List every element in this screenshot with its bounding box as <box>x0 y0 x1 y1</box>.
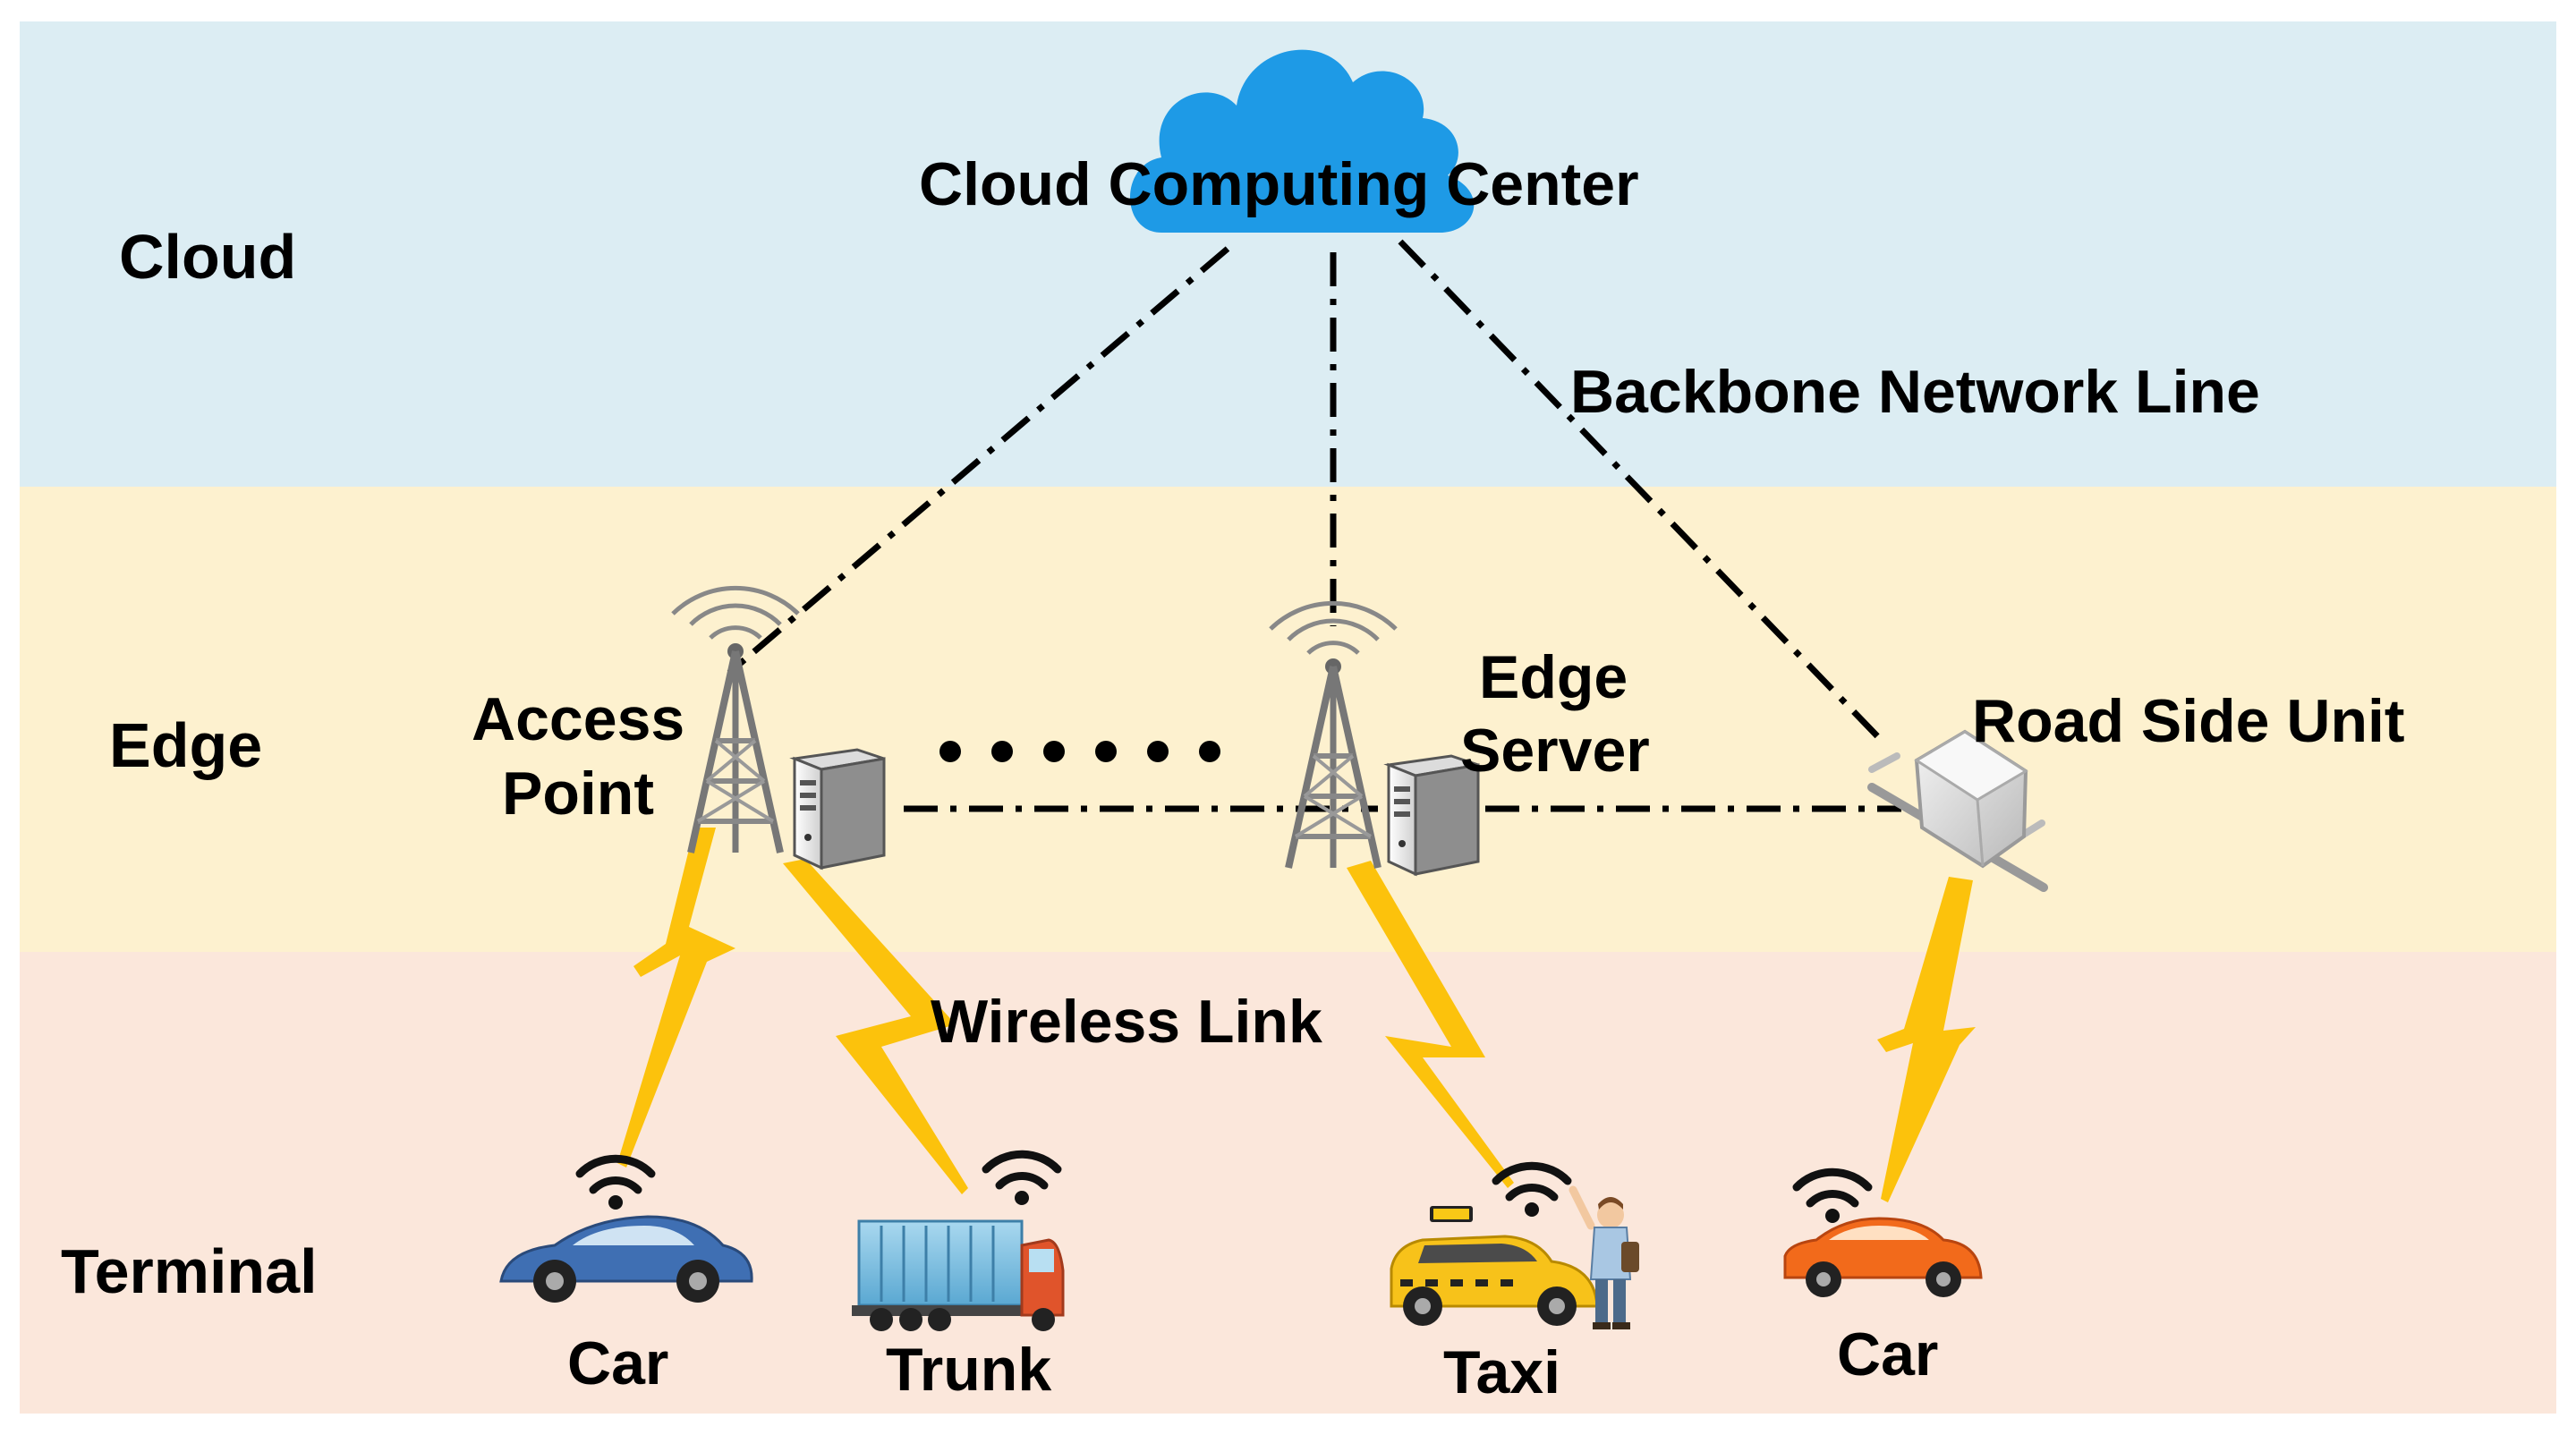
taxi-icon <box>1390 1206 1599 1326</box>
access-point-server-icon <box>793 748 886 870</box>
edge-layer-band <box>20 487 2556 952</box>
lightning-icon <box>617 828 735 1168</box>
backbone-label: Backbone Network Line <box>1570 358 2260 426</box>
backbone-line-access-point <box>727 246 1230 675</box>
terminal-label-taxi: Taxi <box>1443 1338 1561 1406</box>
rsu-icon <box>1867 729 2048 892</box>
backbone-line-rsu <box>1398 239 1886 745</box>
lightning-icons <box>617 828 1976 1202</box>
access-point-label-line2: Point <box>502 760 654 828</box>
truck-icon <box>852 1219 1065 1331</box>
terminal-label-truck: Trunk <box>886 1336 1052 1404</box>
lightning-icon <box>1877 877 1976 1202</box>
terminal-label-car-2: Car <box>1837 1320 1939 1388</box>
edge-server-label-line2: Server <box>1460 717 1650 785</box>
layer-label-edge: Edge <box>109 710 263 780</box>
more-nodes-ellipsis <box>939 741 1220 762</box>
terminal-layer-band <box>20 952 2556 1414</box>
cloud-center-label: Cloud Computing Center <box>919 150 1639 218</box>
layer-label-cloud: Cloud <box>119 222 297 292</box>
road-side-unit-label: Road Side Unit <box>1972 687 2405 755</box>
wifi-icon <box>1797 1172 1868 1223</box>
car-icon <box>1783 1217 1983 1297</box>
cloud-icon <box>1129 49 1475 234</box>
access-point-label-line1: Access <box>472 685 685 753</box>
layer-label-terminal: Terminal <box>61 1236 318 1306</box>
access-point-tower-icon <box>673 588 798 853</box>
lightning-icon <box>1347 861 1514 1188</box>
car-icon <box>499 1215 753 1303</box>
terminal-label-car-1: Car <box>567 1329 669 1397</box>
edge-server-label-line1: Edge <box>1479 643 1628 711</box>
person-icon <box>1569 1185 1639 1329</box>
wifi-icon <box>986 1154 1058 1205</box>
wifi-icon <box>1496 1166 1568 1217</box>
wifi-icon <box>580 1159 651 1210</box>
edge-tower-icon <box>1271 603 1396 868</box>
wireless-link-label: Wireless Link <box>931 988 1322 1056</box>
backbone-lines <box>727 239 1901 812</box>
lightning-icon <box>783 859 968 1194</box>
